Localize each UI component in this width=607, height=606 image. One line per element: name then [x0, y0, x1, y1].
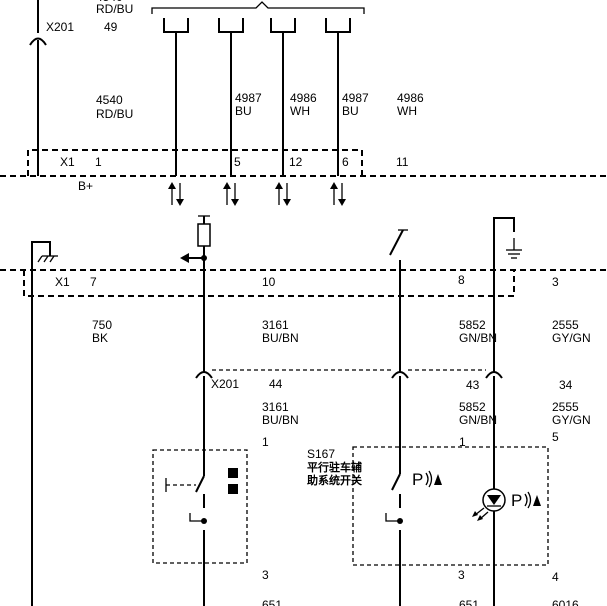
wire-lower-4-num: 2555 [552, 318, 579, 332]
splice-symbol-top [29, 37, 47, 46]
wire-lower-4-color: GY/GN [552, 331, 591, 345]
switch-right-pin-top-b: 5 [552, 430, 559, 444]
connector-lower-pin-3: 3 [552, 275, 559, 289]
partial-wire-number: 4540 [96, 0, 123, 4]
pullup-resistor-icon [180, 215, 211, 372]
connector-lower-pin-7: 7 [90, 275, 97, 289]
wire-lower-2-num: 3161 [262, 318, 289, 332]
switch-right-id: S167 [307, 447, 335, 461]
wire-lower-3-num: 5852 [459, 318, 486, 332]
splice-lower-id: X201 [211, 377, 239, 391]
connector-lower-box [23, 270, 515, 297]
socket-3 [270, 18, 296, 176]
wire-upper-2-num: 4987 [235, 91, 262, 105]
connector-lower-id: X1 [55, 275, 70, 289]
switch-right-pin-bottom-b: 4 [552, 570, 559, 584]
splice-lower-pin-43: 43 [466, 378, 480, 392]
switch-right-contact-icon [385, 466, 405, 530]
ground-icon-left [31, 241, 58, 606]
splice-label-top: X201 [46, 20, 74, 34]
socket-4 [325, 18, 351, 176]
parking-symbol-1: P [412, 470, 423, 489]
wire-mid-1-num: 3161 [262, 400, 289, 414]
switch-right-box [352, 446, 549, 566]
connector-lower-pin-8: 8 [458, 273, 465, 287]
switch-left-contact-icon [165, 468, 238, 530]
wire-upper-3-color: WH [290, 104, 310, 118]
parking-symbol-2: P [511, 491, 522, 510]
bottom-wire-1: 651 [262, 598, 282, 606]
bidirectional-arrows [168, 182, 346, 206]
connector-upper-pin-6: 6 [342, 155, 349, 169]
switch-right-name-2: 助系统开关 [307, 473, 362, 487]
bottom-wire-2: 651 [459, 598, 479, 606]
splice-symbol-lower [195, 369, 503, 379]
wire-upper-5-color: WH [397, 104, 417, 118]
switch-right-pin-top-a: 1 [459, 435, 466, 449]
connector-upper-id: X1 [60, 155, 75, 169]
internal-switch-icon [389, 229, 408, 372]
switch-left-pin-top: 1 [262, 435, 269, 449]
wire-upper-5-num: 4986 [397, 91, 424, 105]
wire-upper-1-color: RD/BU [96, 107, 133, 121]
socket-2 [218, 18, 244, 176]
parking-assist-icon: P [412, 470, 442, 489]
wire-upper-4-color: BU [342, 104, 359, 118]
connector-upper-pin-1: 1 [95, 155, 102, 169]
connector-upper-pin-12: 12 [289, 155, 303, 169]
switch-left-box [152, 449, 248, 564]
connector-upper-pin-5: 5 [234, 155, 241, 169]
wire-mid-3-num: 2555 [552, 400, 579, 414]
wire-lower-3-color: GN/BN [459, 331, 497, 345]
indicator-led-icon [472, 488, 506, 521]
socket-1 [163, 18, 189, 176]
connector-upper-pin-11: 11 [396, 155, 409, 169]
wire-mid-1-color: BU/BN [262, 413, 299, 427]
switch-right-pin-bottom-a: 3 [458, 568, 465, 582]
bplus-label: B+ [78, 179, 93, 193]
wire-lower-2-color: BU/BN [262, 331, 299, 345]
partial-wire-color: RD/BU [96, 2, 133, 16]
wire-lower-1-num: 750 [92, 318, 112, 332]
wire-upper-1-num: 4540 [96, 93, 123, 107]
wire-upper-2-color: BU [235, 104, 252, 118]
splice-lower-pin-44: 44 [269, 377, 283, 391]
wire-mid-3-color: GY/GN [552, 413, 591, 427]
parking-assist-icon-2: P [511, 491, 541, 510]
splice-lower-pin-34: 34 [559, 378, 573, 392]
wire-upper-3-num: 4986 [290, 91, 317, 105]
switch-right-name-1: 平行驻车辅 [307, 460, 362, 474]
connector-lower-pin-10: 10 [262, 275, 276, 289]
wire-mid-2-num: 5852 [459, 400, 486, 414]
bus-brace [151, 1, 365, 14]
switch-left-pin-bottom: 3 [262, 568, 269, 582]
wire-upper-4-num: 4987 [342, 91, 369, 105]
splice-pin-top: 49 [104, 20, 118, 34]
connector-upper-box [27, 149, 363, 176]
wire-lower-1-color: BK [92, 331, 108, 345]
wire-mid-2-color: GN/BN [459, 413, 497, 427]
bottom-wire-3: 6016 [552, 598, 579, 606]
